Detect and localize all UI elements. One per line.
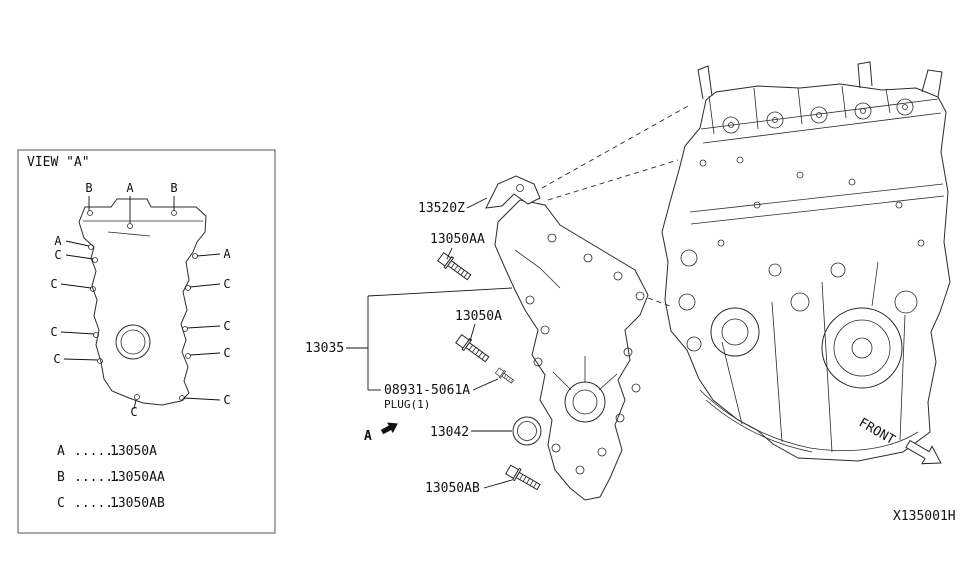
callout-letter: B xyxy=(170,181,177,195)
part-label-13035: 13035 xyxy=(305,341,344,356)
front-label: FRONT xyxy=(856,415,898,448)
part-label-plug-qty: PLUG(1) xyxy=(384,398,430,411)
view-a-panel: VIEW "A" xyxy=(17,149,276,534)
callout-letter: C xyxy=(54,248,61,262)
legend-part: 13050AB xyxy=(110,496,165,511)
view-marker-letter: A xyxy=(364,429,372,444)
bolt-13050a-drawing xyxy=(455,333,490,363)
callout-letter: C xyxy=(223,346,230,360)
bolt-13050aa-drawing xyxy=(437,251,472,281)
alignment-dashed-lines xyxy=(541,105,689,307)
part-label-13050aa: 13050AA xyxy=(430,232,485,247)
part-label-leaders xyxy=(346,197,513,489)
callout-letter: C xyxy=(223,393,230,407)
legend-dots: ...... xyxy=(74,496,121,511)
view-direction-arrow-icon xyxy=(380,422,398,435)
callout-letter: C xyxy=(53,352,60,366)
callout-letter: C xyxy=(50,277,57,291)
callout-letter: C xyxy=(223,277,230,291)
callout-letter: A xyxy=(223,247,231,261)
view-a-legend: A ...... 13050A B ...... 13050AA C .....… xyxy=(57,444,165,511)
part-label-13050a: 13050A xyxy=(455,309,502,324)
view-a-cover-drawing xyxy=(78,198,207,406)
view-direction-marker: A xyxy=(364,422,398,444)
bracket-13520z-drawing xyxy=(485,175,541,209)
legend-row: C ...... 13050AB xyxy=(57,496,165,511)
view-a-border xyxy=(17,149,276,534)
legend-row: A ...... 13050A xyxy=(57,444,157,459)
legend-part: 13050AA xyxy=(110,470,165,485)
plug-08931-drawing xyxy=(494,367,515,384)
callout-letter: C xyxy=(130,405,137,419)
callout-letter: A xyxy=(126,181,134,195)
legend-part: 13050A xyxy=(110,444,157,459)
legend-letter: B xyxy=(57,470,65,485)
part-label-13042: 13042 xyxy=(430,425,469,440)
part-label-13520z: 13520Z xyxy=(418,201,465,216)
part-label-plug: 08931-5061A xyxy=(384,383,470,398)
engine-illustration xyxy=(661,61,951,462)
legend-dots: ...... xyxy=(74,444,121,459)
view-a-bolt-holes xyxy=(87,210,198,401)
view-a-callout-leaders xyxy=(60,196,221,410)
callout-letter: B xyxy=(85,181,92,195)
callout-letter: C xyxy=(223,319,230,333)
legend-letter: C xyxy=(57,496,65,511)
view-a-title: VIEW "A" xyxy=(27,155,90,170)
view-a-callouts: B A B A C C C C A C C C C C xyxy=(50,181,231,419)
diagram-id: X135001H xyxy=(893,509,956,524)
part-label-13050ab: 13050AB xyxy=(425,481,480,496)
legend-letter: A xyxy=(57,444,65,459)
oil-seal-drawing xyxy=(512,416,542,446)
front-direction-arrow-icon xyxy=(905,439,942,465)
callout-letter: C xyxy=(50,325,57,339)
bolt-13050ab-drawing xyxy=(505,464,541,491)
callout-letter: A xyxy=(54,234,62,248)
legend-row: B ...... 13050AA xyxy=(57,470,165,485)
legend-dots: ...... xyxy=(74,470,121,485)
front-cover-drawing xyxy=(494,199,649,501)
